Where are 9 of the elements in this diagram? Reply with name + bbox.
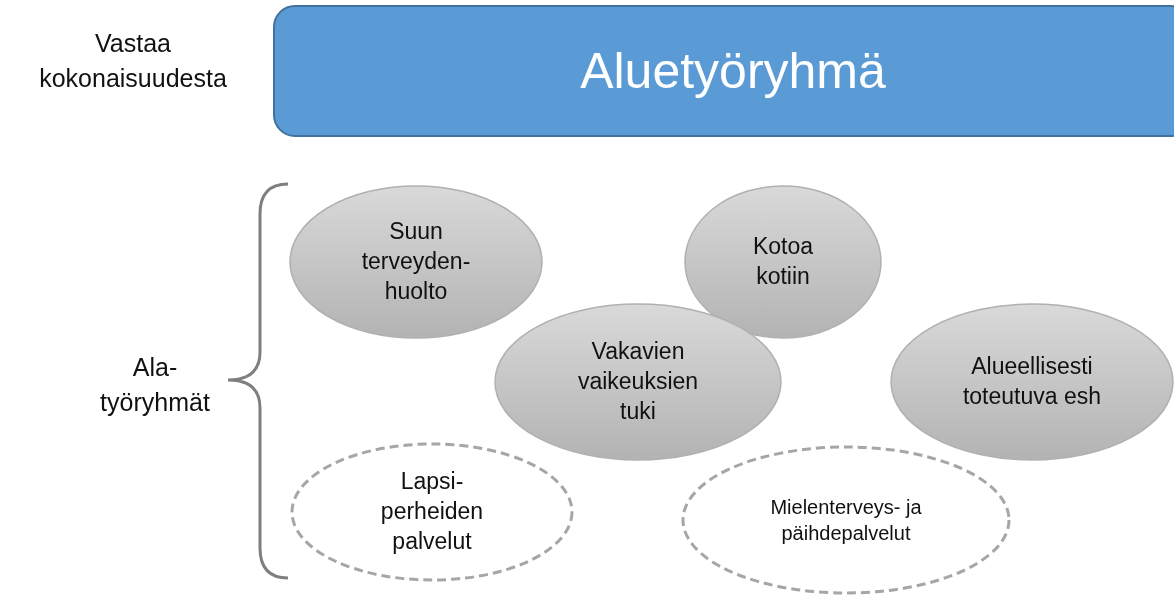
group-label: Mielenterveys- ja päihdepalvelut — [769, 495, 923, 546]
side-label: Vastaa kokonaisuudesta — [38, 28, 228, 94]
side-label: Ala- työryhmät — [99, 352, 211, 418]
group-label: Alueellisesti toteutuva esh — [961, 352, 1103, 411]
group-label: Vakavien vaikeuksien tuki — [576, 337, 700, 426]
group-label: Kotoa kotiin — [751, 232, 815, 291]
group-label: Suun terveyden- huolto — [360, 217, 472, 306]
heading-box: Aluetyöryhmä — [273, 5, 1174, 137]
group-label: Lapsi- perheiden palvelut — [379, 467, 485, 556]
